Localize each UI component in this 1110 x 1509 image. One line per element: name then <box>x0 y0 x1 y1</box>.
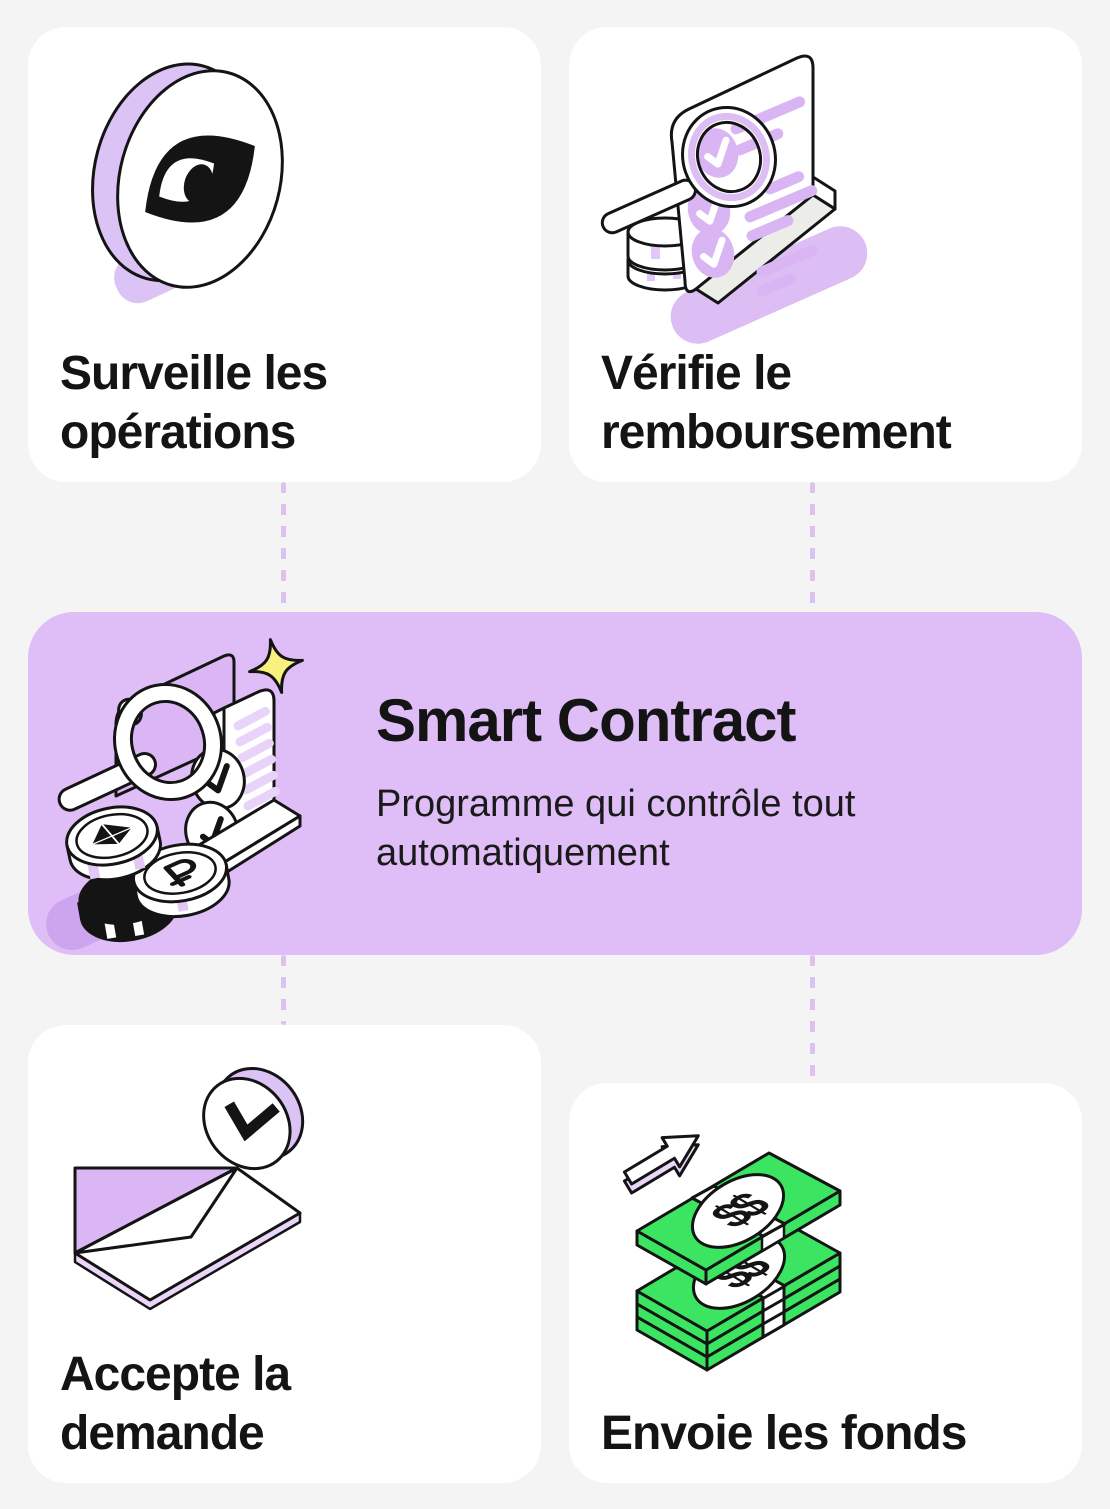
connector-top-right-line <box>810 482 815 612</box>
card-envoie-fonds: $$ $$ Envoie les fonds <box>569 1083 1082 1483</box>
connector-top-left-line <box>281 482 286 612</box>
eth-coin <box>65 805 162 882</box>
envelope <box>73 1166 302 1311</box>
card-title-accepte: Accepte la demande <box>60 1348 291 1460</box>
smart-contract-description: Programme qui contrôle tout automatiquem… <box>376 783 856 874</box>
smart-contract-title: Smart Contract <box>376 687 796 754</box>
magnifier-checklist-icon <box>600 54 868 344</box>
card-smart-contract: Smart Contract Programme qui contrôle to… <box>28 612 1082 955</box>
arrow-up-right-icon <box>622 1134 700 1195</box>
eth-logo <box>91 823 133 845</box>
check-coin <box>202 1066 305 1171</box>
magnifier-ring <box>113 682 223 802</box>
envelope-coin-icon <box>73 1066 305 1311</box>
money-bundle-top: $$ <box>635 1151 842 1286</box>
connector-bottom-left-line <box>281 955 286 1025</box>
ruble-symbol <box>163 859 197 887</box>
eye-coin-icon <box>91 62 284 304</box>
connector-bottom-right-line <box>810 955 815 1083</box>
eye-coin <box>91 62 284 289</box>
magnifier-ring <box>681 105 777 209</box>
card-title-surveille: Surveille les opérations <box>60 347 328 459</box>
card-accepte-demande: Accepte la demande <box>28 1025 541 1483</box>
card-title-verifie: Vérifie le remboursement <box>601 347 952 459</box>
smart-contract-illustration <box>46 638 304 950</box>
check-mark <box>224 1101 280 1142</box>
sparkle-icon <box>248 638 304 694</box>
card-surveille-operations: Surveille les opérations <box>28 27 541 482</box>
eye-pupil <box>183 164 214 204</box>
card-title-envoie: Envoie les fonds <box>601 1407 967 1460</box>
money-stack-icon: $$ $$ <box>622 1134 842 1372</box>
money-stack-bottom: $$ <box>635 1211 842 1372</box>
card-verifie-remboursement: Vérifie le remboursement <box>569 27 1082 482</box>
smart-contract-text: Smart Contract Programme qui contrôle to… <box>376 686 1036 878</box>
